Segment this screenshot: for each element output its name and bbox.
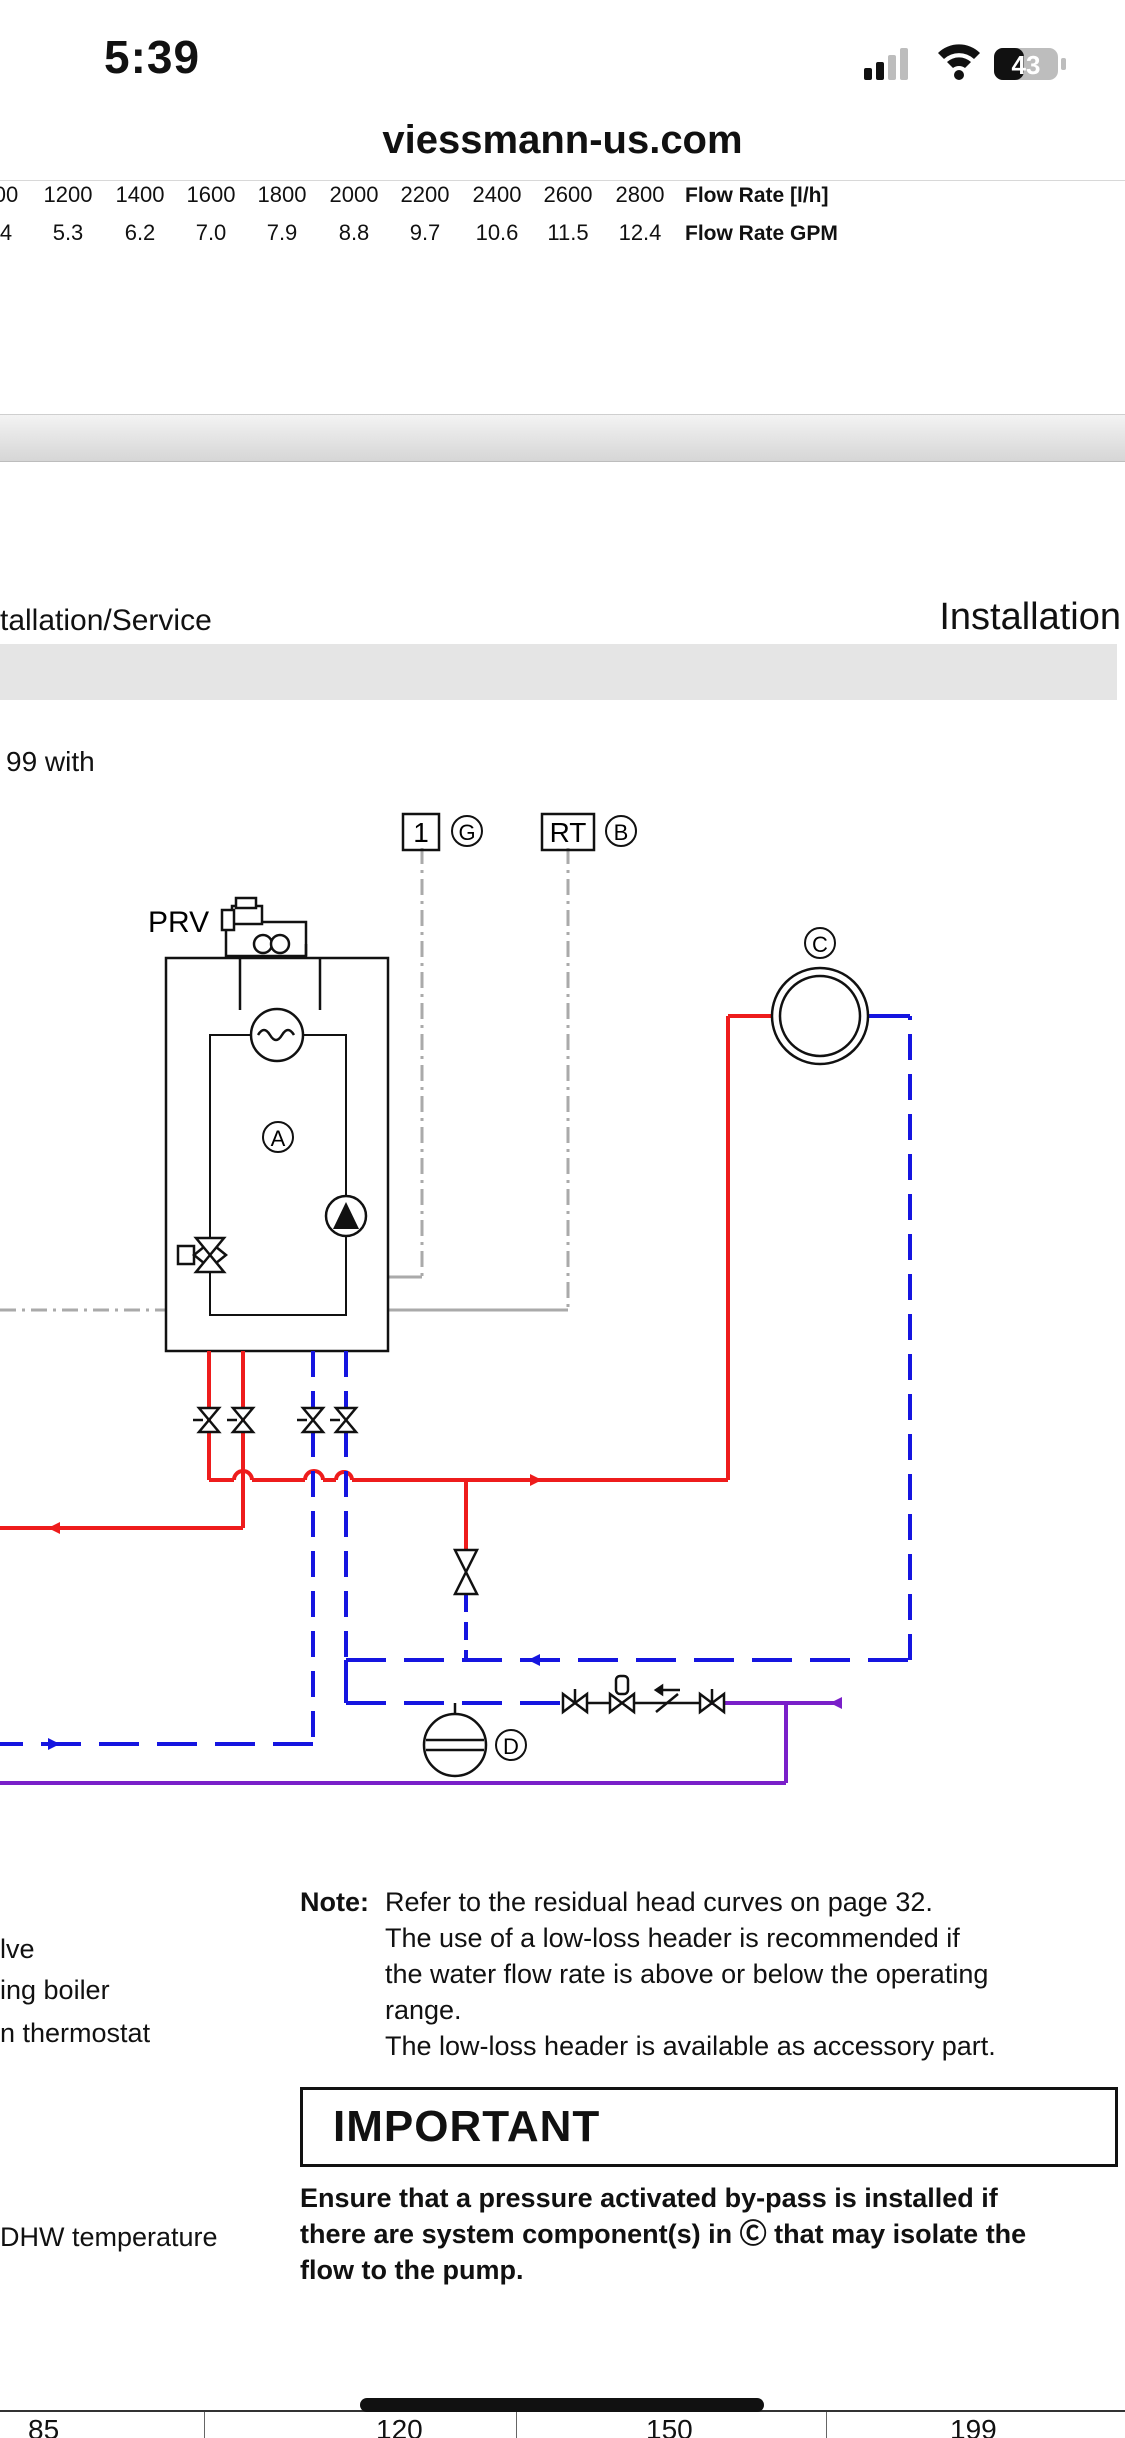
flow-cell: 10.6 [475,220,519,245]
url-domain[interactable]: viessmann-us.com [382,118,743,162]
label-a: A [271,1126,286,1151]
flow-rate-table: 00 1200 1400 1600 1800 2000 2200 2400 26… [0,178,1125,258]
page-header-right: Installation [939,596,1121,638]
flow-cell: 2800 [615,182,665,207]
page-header-left: tallation/Service [0,604,212,637]
important-line: Ensure that a pressure activated by-pass… [300,2183,998,2213]
label-d: D [503,1734,519,1759]
note-line: range. [385,1995,462,2025]
isolation-valves [193,1406,359,1434]
home-indicator[interactable] [360,2398,764,2412]
flow-cell: 1200 [43,182,93,207]
flow-cell: 6.2 [124,220,156,245]
legend-item: ing boiler [0,1975,110,2005]
note-line: The low-loss header is available as acce… [385,2031,996,2061]
fill-valve-assembly-icon [561,1674,726,1715]
diverter-valve-icon [176,1236,228,1274]
table-divider [826,2412,827,2438]
wifi-icon [938,44,980,80]
flow-cell: 1400 [115,182,165,207]
label-g: G [458,820,475,845]
circulator-pump-icon [324,1194,368,1238]
table-cell: 150 [646,2414,693,2438]
flow-cell: 11.5 [547,220,589,245]
outdoor-sensor-tag: 1 G [401,812,483,852]
address-bar[interactable]: viessmann-us.com [0,112,1125,181]
page-separator [0,414,1125,462]
table-divider [204,2412,205,2438]
boiler-unit [164,956,390,1353]
status-icons: 43 [858,38,1078,88]
flow-cell: 2600 [543,182,593,207]
legend-item: lve [0,1934,35,1964]
flow-cell: 7.0 [195,220,227,245]
important-text: Ensure that a pressure activated by-pass… [300,2180,1120,2288]
legend-item: DHW temperature [0,2222,218,2252]
important-title: IMPORTANT [333,2102,601,2151]
important-box: IMPORTANT [300,2087,1118,2167]
cellular-signal-icon [864,48,908,80]
return-piping [0,1014,912,1750]
bypass-valve-icon [452,1548,480,1596]
piping-diagram: 1 G RT B PRV [0,780,1125,1810]
table-cell: 199 [950,2414,997,2438]
note-line: the water flow rate is above or below th… [385,1959,989,1989]
flow-cell: 2200 [400,182,450,207]
flow-cell: 2400 [472,182,522,207]
flow-cell: 1800 [257,182,307,207]
flow-cell: 12.4 [618,220,662,245]
flow-cell: 9.7 [409,220,441,245]
flow-cell: 2000 [329,182,379,207]
flow-cell: 00 [0,182,19,207]
battery-level: 43 [1012,50,1041,80]
flow-row-label: Flow Rate [l/h] [685,184,829,207]
prv-label: PRV [148,906,209,939]
label-b: B [614,820,629,845]
flow-cell: 5.3 [52,220,84,245]
supply-piping [0,1014,772,1552]
flow-cell: 8.8 [338,220,370,245]
heating-circuit-icon: C [770,927,870,1066]
battery-icon: 43 [994,48,1066,80]
status-time: 5:39 [104,31,201,83]
note-label: Note: [300,1887,369,1917]
prv-valve-icon [220,896,308,958]
flow-cell: 4 [0,220,13,245]
note-line: The use of a low-loss header is recommen… [385,1923,960,1953]
table-cell: 85 [28,2414,60,2438]
important-line: flow to the pump. [300,2255,524,2285]
section-band [0,644,1117,700]
intro-text: 99 with [6,746,95,777]
label-rt: RT [550,817,587,848]
table-divider [516,2412,517,2438]
important-line: there are system component(s) in Ⓒ that … [300,2219,1027,2249]
control-wiring [0,848,570,1312]
label-a-marker: A [262,1121,294,1153]
flow-cell: 1600 [186,182,236,207]
bottom-table: 85 120 150 199 [0,2410,1125,2438]
expansion-tank-icon: D [422,1703,527,1778]
room-thermostat-tag: RT B [540,812,637,852]
heat-exchanger-icon [249,1007,305,1063]
flow-row-label: Flow Rate GPM [685,222,838,245]
label-1: 1 [413,817,429,848]
table-cell: 120 [376,2414,423,2438]
flow-cell: 7.9 [266,220,298,245]
status-bar: 5:39 43 [0,0,1125,130]
cold-water-piping [0,1697,842,1785]
legend-item: n thermostat [0,2018,151,2048]
label-c: C [812,932,828,957]
note-line: Refer to the residual head curves on pag… [385,1887,933,1917]
